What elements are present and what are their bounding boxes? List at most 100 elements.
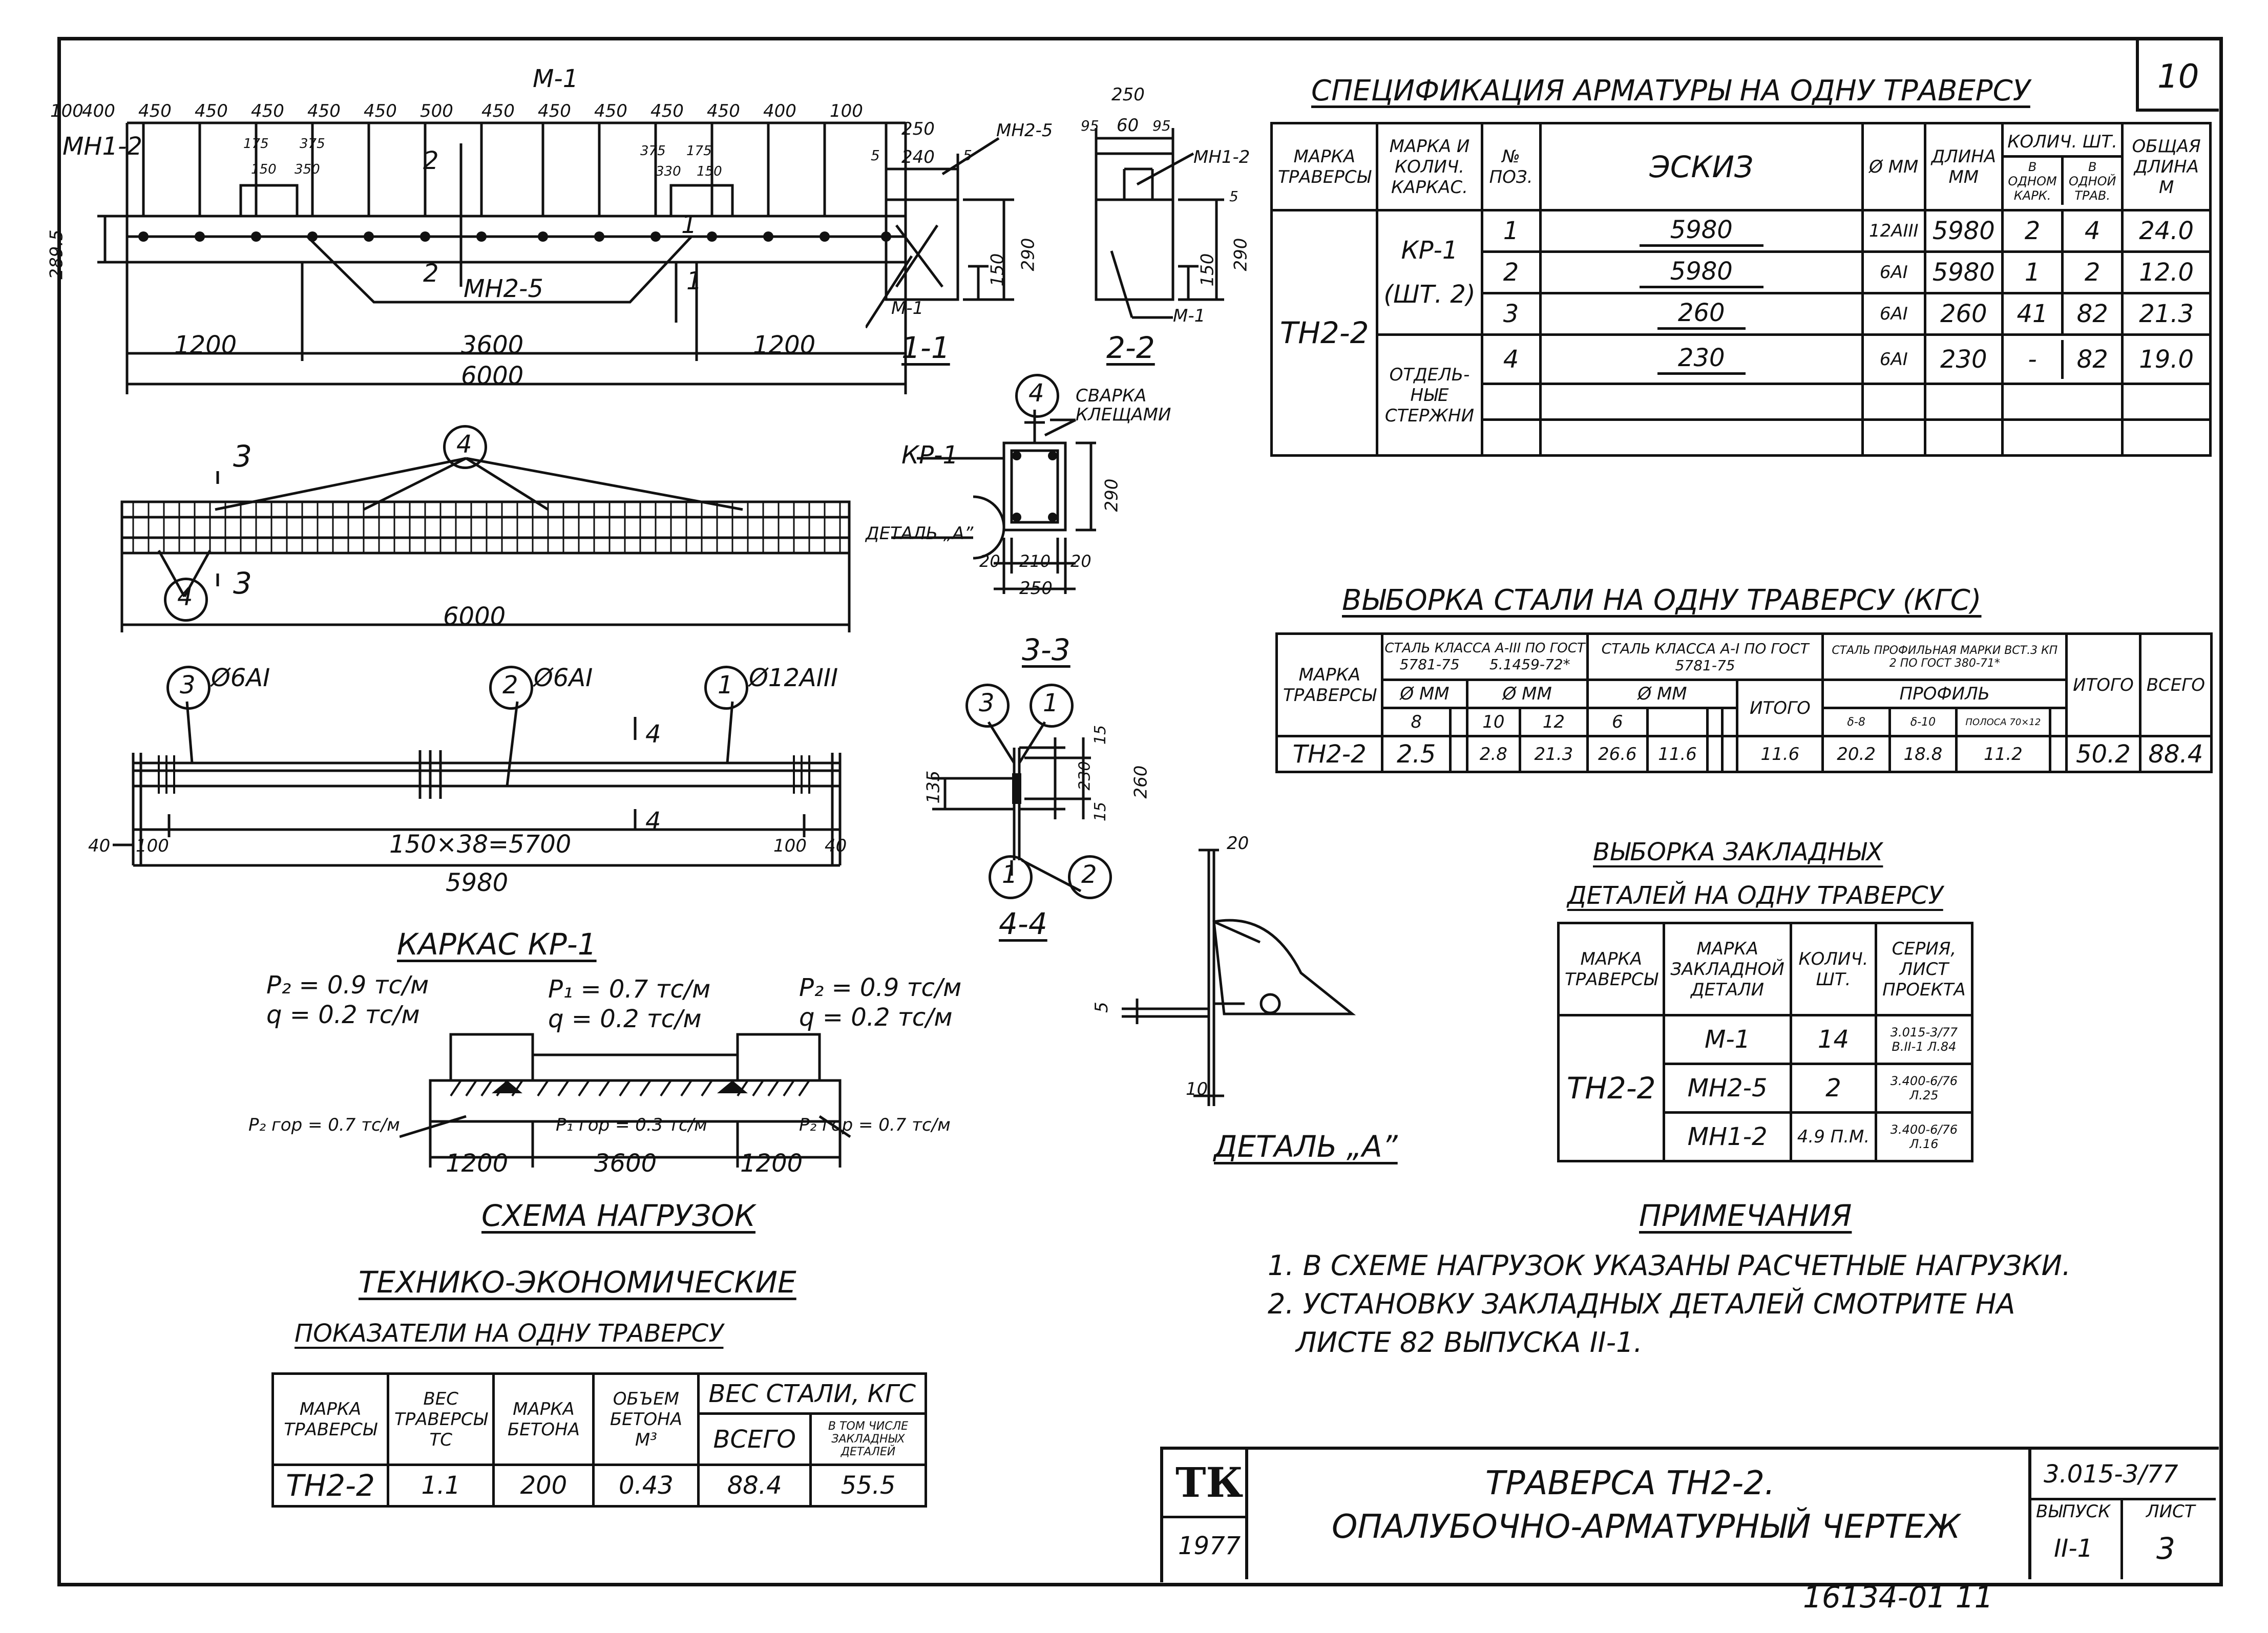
spec-h-qty-kark: В ОДНОМ КАРК.	[2004, 158, 2064, 205]
spec-sketch-len: 5980	[1639, 216, 1763, 247]
beam-top-dim-2: 400	[82, 101, 115, 121]
embed-traverse: ТН2-2	[1557, 1014, 1666, 1162]
tech-h-concrete: МАРКА БЕТОНА	[492, 1372, 595, 1466]
sec11-dim-5a: 5	[871, 147, 880, 164]
load-dim-1200-left: 1200	[446, 1149, 509, 1178]
title-sheet: 3	[2156, 1531, 2175, 1566]
cage-dim-40-right: 40	[825, 836, 847, 856]
sec44-dim-260: 260	[1130, 765, 1151, 799]
steel-table-title: ВЫБОРКА СТАЛИ НА ОДНУ ТРАВЕРСУ (КГС)	[1342, 584, 1982, 617]
title-series: 3.015-3/77	[2044, 1460, 2178, 1489]
sec44-callout-1-bottom-num: 1	[1002, 860, 1018, 889]
tech-title-1: ТЕХНИКО-ЭКОНОМИЧЕСКИЕ	[359, 1265, 796, 1300]
load-left-bottom: P₂ гор = 0.7 тс/м	[248, 1115, 400, 1135]
sec44-title: 4-4	[999, 906, 1047, 941]
title-logo-divider	[1163, 1516, 1245, 1518]
tech-weight: 1.1	[386, 1464, 495, 1508]
sec22-dim-95a: 95	[1081, 117, 1099, 134]
embed-row-3: МН1-2 4.9 П.М. 3.400-6/76 Л.16	[1559, 1111, 1973, 1162]
detail-a-dim-20: 20	[1227, 833, 1249, 854]
spec-qty-kark: 41	[2004, 294, 2064, 333]
spec-sketch-len: 260	[1657, 299, 1746, 330]
tech-h-weight: ВЕС ТРАВЕРСЫ ТС	[386, 1372, 495, 1466]
beam-small-dim-3: 150	[251, 162, 277, 177]
detail-a-dim-5: 5	[1091, 1002, 1112, 1013]
steel-h-profile: ПРОФИЛЬ	[1821, 678, 2068, 709]
sec33-detail-label: ДЕТАЛЬ „А”	[866, 523, 974, 544]
spec-sketch: 5980	[1539, 250, 1864, 294]
steel-d8: 2.5	[1381, 735, 1452, 773]
tech-row: ТН2-2 1.1 200 0.43 88.4 55.5	[271, 1464, 927, 1508]
spec-h-len: ДЛИНА ММ	[1923, 122, 2004, 211]
corner-sheet-box	[2136, 37, 2219, 112]
sec44-dim-15a: 15	[1091, 725, 1110, 745]
cage-callout-1-num: 1	[718, 671, 733, 699]
beam-dim-3600: 3600	[461, 331, 524, 359]
sec44-callout-1-top-num: 1	[1043, 689, 1059, 717]
plan-callout-4-top	[443, 425, 487, 469]
sec33-weld-label: СВАРКА КЛЕЩАМИ	[1076, 386, 1171, 426]
load-mid-top-2: q = 0.2 тс/м	[548, 1005, 702, 1033]
sec33-dim-290: 290	[1101, 478, 1122, 512]
steel-h-d10: 10	[1465, 707, 1522, 737]
title-issue: II-1	[2054, 1534, 2093, 1563]
detail-a-title: ДЕТАЛЬ „А”	[1214, 1129, 1398, 1164]
sec22-label-m1: М-1	[1173, 306, 1206, 326]
tech-h-steel: ВЕС СТАЛИ, КГС	[697, 1372, 927, 1415]
plan-section-mark-bottom: 3	[233, 566, 252, 601]
cage-callout-3-bar: Ø6AI	[211, 664, 270, 692]
sec11-dim-290: 290	[1018, 238, 1039, 271]
title-line-1: ТРАВЕРСА ТН2-2.	[1485, 1465, 1775, 1502]
spec-sketch: 230	[1539, 333, 1864, 385]
steel-h-p1: δ-8	[1821, 707, 1891, 737]
plan-callout-4-bottom-num: 4	[177, 583, 193, 611]
cage-dim-100-left: 100	[136, 836, 169, 856]
spec-h-sketch: ЭСКИЗ	[1539, 122, 1864, 211]
section-1-1-drawing	[866, 137, 1014, 329]
title-series-divider	[2031, 1498, 2216, 1500]
tech-volume: 0.43	[592, 1464, 700, 1508]
embed-ref: 3.400-6/76 Л.16	[1875, 1111, 1973, 1162]
beam-left-height: 289.5	[46, 229, 67, 280]
steel-d6: 11.6	[1646, 735, 1709, 773]
section-3-3-drawing	[891, 410, 1096, 594]
archive-number: 16134-01 11	[1803, 1580, 1993, 1615]
steel-h-a3-std2: 5.1459-72*	[1489, 656, 1570, 673]
spec-len: 5980	[1923, 250, 2004, 294]
spec-len: 5980	[1923, 209, 2004, 253]
cage-callout-2-num: 2	[502, 671, 518, 699]
spec-sketch-len: 5980	[1639, 257, 1763, 288]
title-logo: ТК	[1175, 1458, 1244, 1507]
title-sheet-label: ЛИСТ	[2146, 1501, 2195, 1522]
spec-h-frame: МАРКА И КОЛИЧ. КАРКАС.	[1376, 122, 1483, 211]
tech-h-all: ВСЕГО	[697, 1412, 812, 1466]
sec33-dim-250: 250	[1019, 578, 1053, 599]
spec-table-title: СПЕЦИФИКАЦИЯ АРМАТУРЫ НА ОДНУ ТРАВЕРСУ	[1311, 74, 2030, 108]
beam-top-dim-9: 450	[481, 101, 515, 121]
load-mid-top-1: P₁ = 0.7 тс/м	[548, 975, 711, 1004]
load-left-top-2: q = 0.2 тс/м	[266, 1001, 420, 1029]
embed-mark: МН1-2	[1663, 1111, 1792, 1162]
spec-dia: 12AIII	[1861, 209, 1926, 253]
beam-title: М-1	[533, 65, 579, 93]
spec-frame: КР-1	[1401, 236, 1458, 265]
sec22-dim-290: 290	[1230, 238, 1251, 271]
beam-top-dim-13: 450	[707, 101, 740, 121]
steel-h-p3: ПОЛОСА 70×12	[1955, 707, 2051, 737]
sec44-callout-3-num: 3	[979, 689, 995, 717]
steel-h-a3-std1: 5781-75	[1399, 656, 1460, 673]
beam-top-dim-8: 500	[420, 101, 453, 121]
sec11-label-mn25: МН2-5	[996, 120, 1053, 141]
embed-qty: 14	[1789, 1014, 1878, 1065]
embed-mark: МН2-5	[1663, 1063, 1792, 1114]
spec-total: 12.0	[2121, 250, 2212, 294]
beam-top-dim-10: 450	[538, 101, 571, 121]
beam-dim-1200-left: 1200	[174, 331, 237, 359]
sec44-callout-1-top	[1030, 684, 1074, 728]
cage-dim-40-left: 40	[88, 836, 111, 856]
cage-dim-100-right: 100	[773, 836, 807, 856]
beam-top-dim-3: 450	[138, 101, 172, 121]
